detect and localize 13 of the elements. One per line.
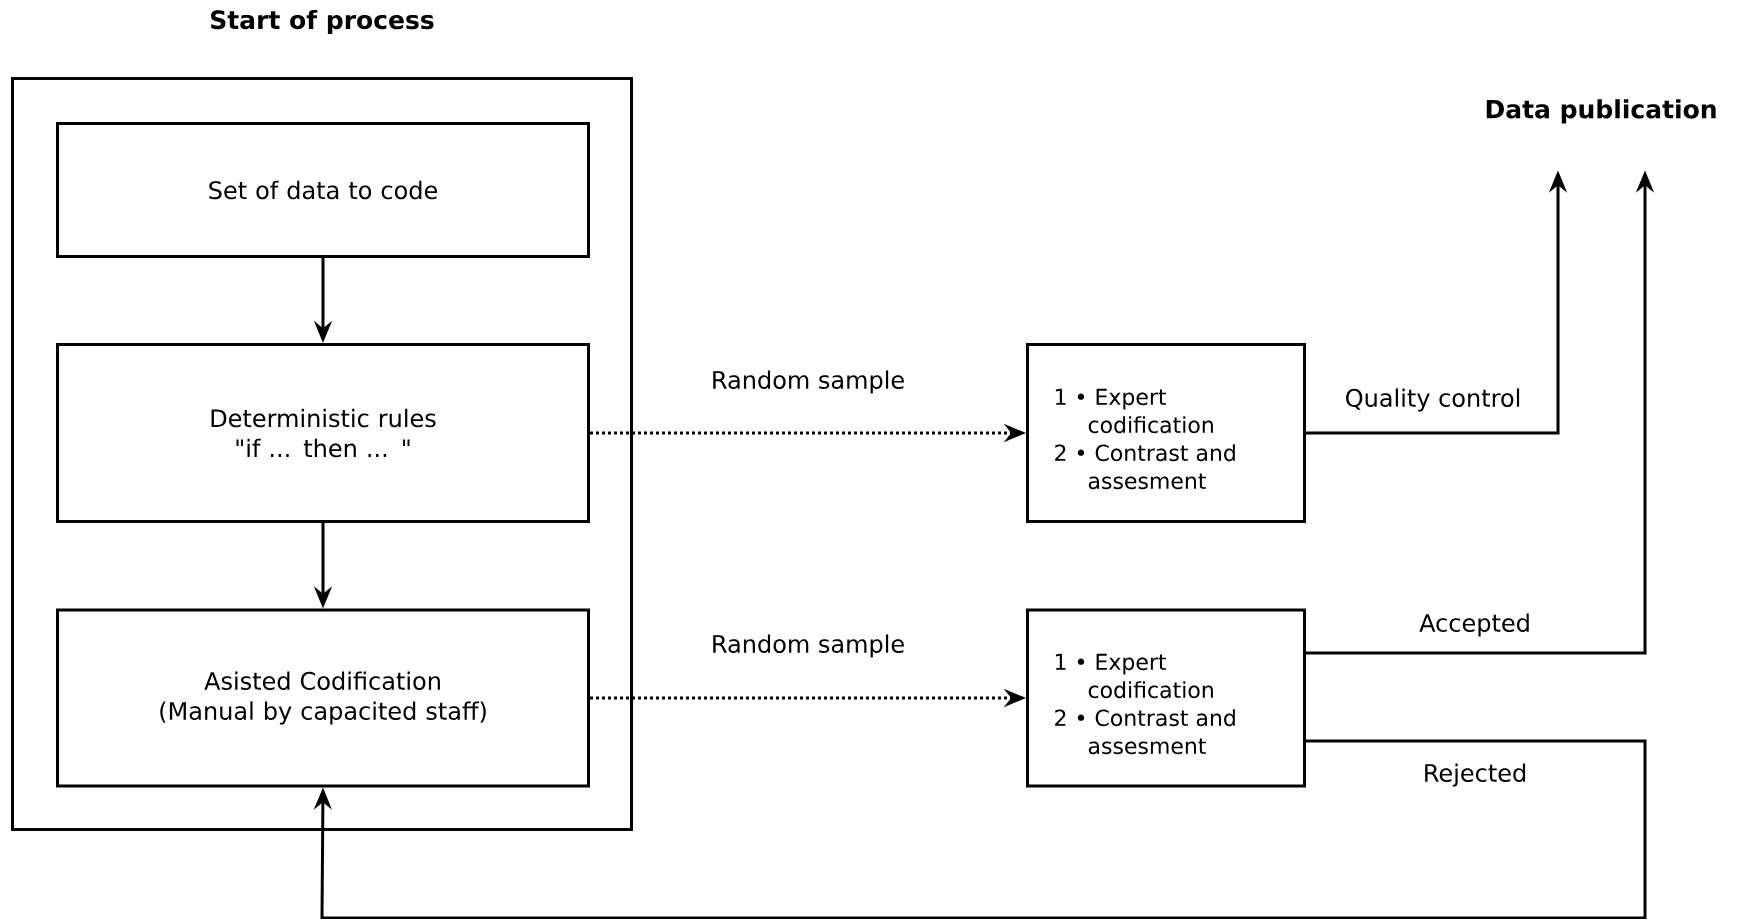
list-box: 1 • Expert codification 2 • Contrast and assesment bbox=[1026, 608, 1306, 788]
edge-label: Random sample bbox=[713, 370, 904, 394]
edge-label: Random sample bbox=[713, 634, 904, 658]
end-label: Data publication bbox=[1486, 99, 1716, 124]
arrow bbox=[313, 739, 1647, 919]
process-box: Set of data to code bbox=[56, 122, 590, 258]
process-box: Deterministic rules "if ... then ... " bbox=[56, 343, 590, 523]
process-box: Asisted Codification (Manual by capacited staff) bbox=[56, 608, 590, 788]
edge-label: Accepted bbox=[1419, 613, 1529, 637]
edge-label: Quality control bbox=[1346, 388, 1520, 412]
list-box: 1 • Expert codification 2 • Contrast and assesment bbox=[1026, 343, 1306, 523]
heading: Start of process bbox=[211, 9, 434, 35]
edge-label: Rejected bbox=[1425, 763, 1526, 787]
